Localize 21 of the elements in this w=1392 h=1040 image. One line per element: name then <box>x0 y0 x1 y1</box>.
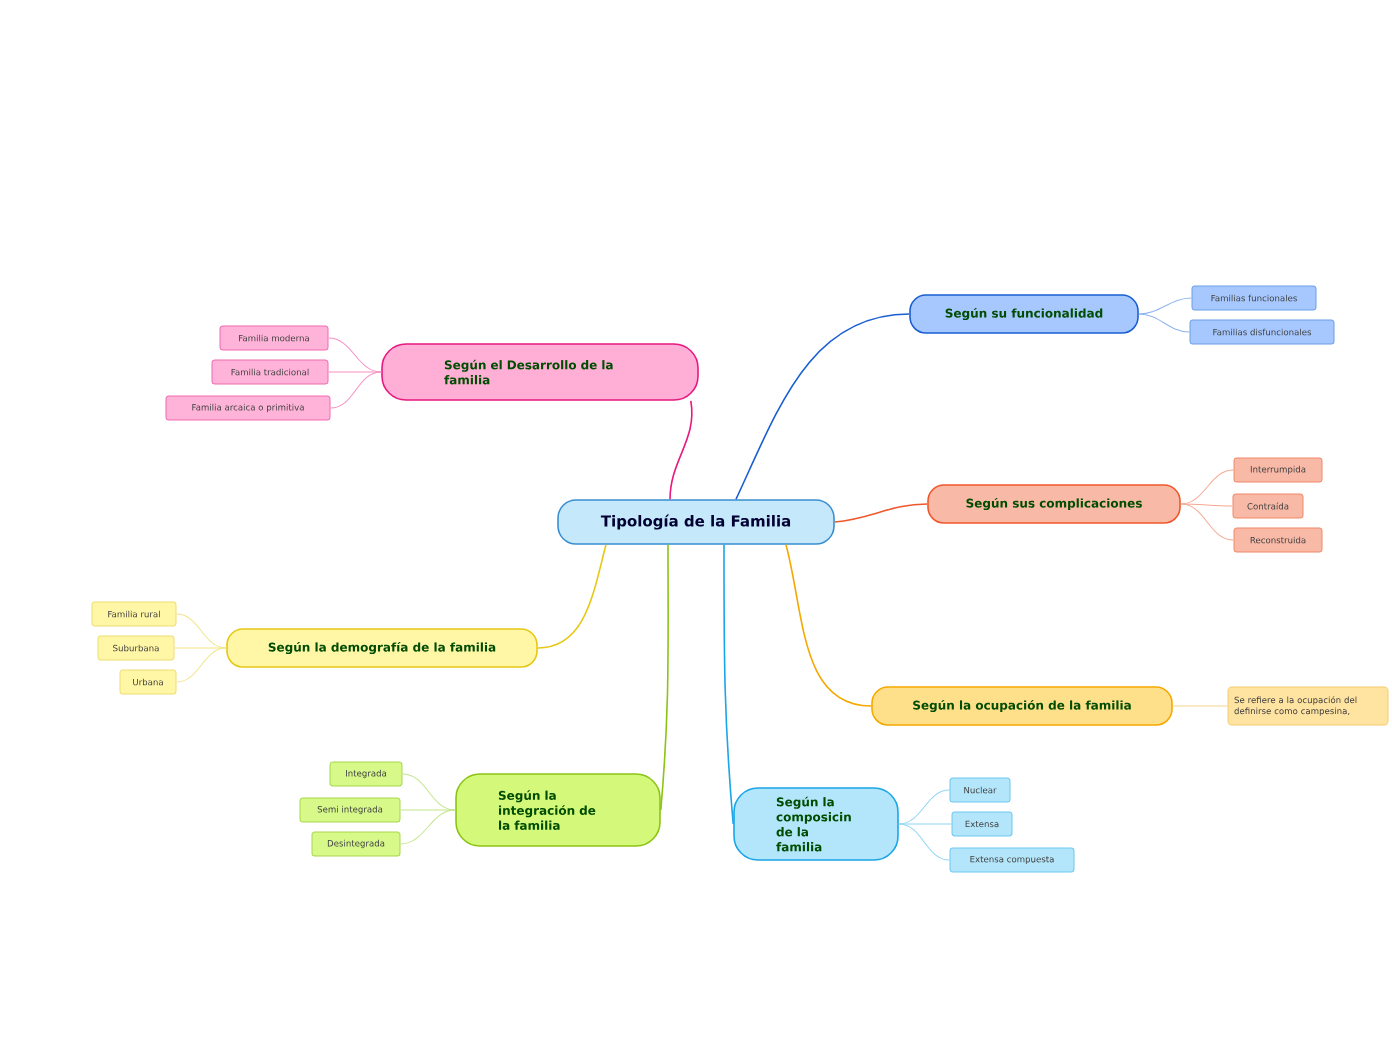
connector <box>1180 503 1233 507</box>
connector <box>660 544 669 811</box>
connector <box>898 823 950 861</box>
connector <box>785 544 872 707</box>
connector <box>898 823 952 825</box>
connector <box>174 647 227 649</box>
connector <box>176 613 227 649</box>
connector <box>328 371 382 373</box>
connector <box>669 400 693 500</box>
connector <box>723 544 734 825</box>
connector <box>1138 297 1192 315</box>
connector <box>735 313 910 500</box>
connector <box>1180 503 1234 541</box>
connector <box>330 371 382 409</box>
connector <box>1172 705 1228 707</box>
connector <box>834 503 928 523</box>
connector <box>537 544 607 649</box>
connector <box>1138 313 1190 333</box>
connector <box>176 647 227 683</box>
connector <box>400 809 456 811</box>
connector <box>400 809 456 845</box>
